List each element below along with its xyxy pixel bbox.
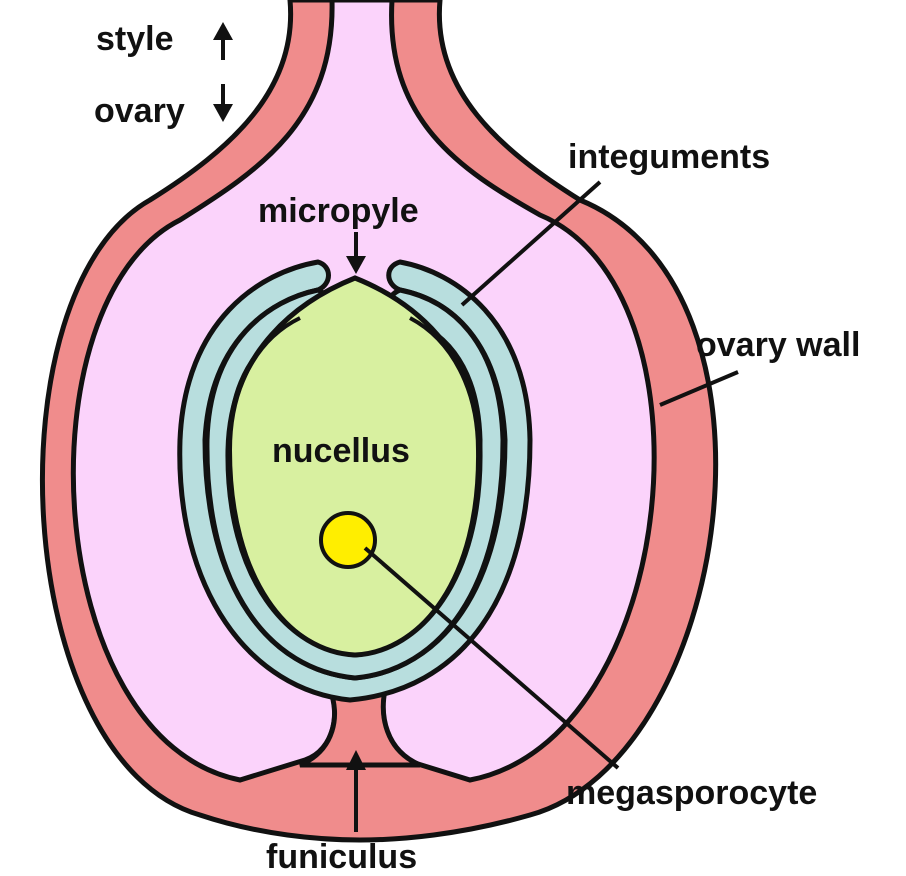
style-label: style bbox=[96, 20, 174, 58]
funiculus-label: funiculus bbox=[266, 838, 417, 876]
integuments-label: integuments bbox=[568, 138, 770, 176]
megasporocyte bbox=[321, 513, 375, 567]
arrow-down-icon bbox=[213, 84, 233, 122]
micropyle-label: micropyle bbox=[258, 192, 419, 230]
megasporocyte-label: megasporocyte bbox=[566, 774, 817, 812]
ovary-wall-label: ovary wall bbox=[696, 326, 860, 364]
ovary-label: ovary bbox=[94, 92, 185, 130]
nucellus-label: nucellus bbox=[272, 432, 410, 470]
arrow-up-icon bbox=[213, 22, 233, 60]
